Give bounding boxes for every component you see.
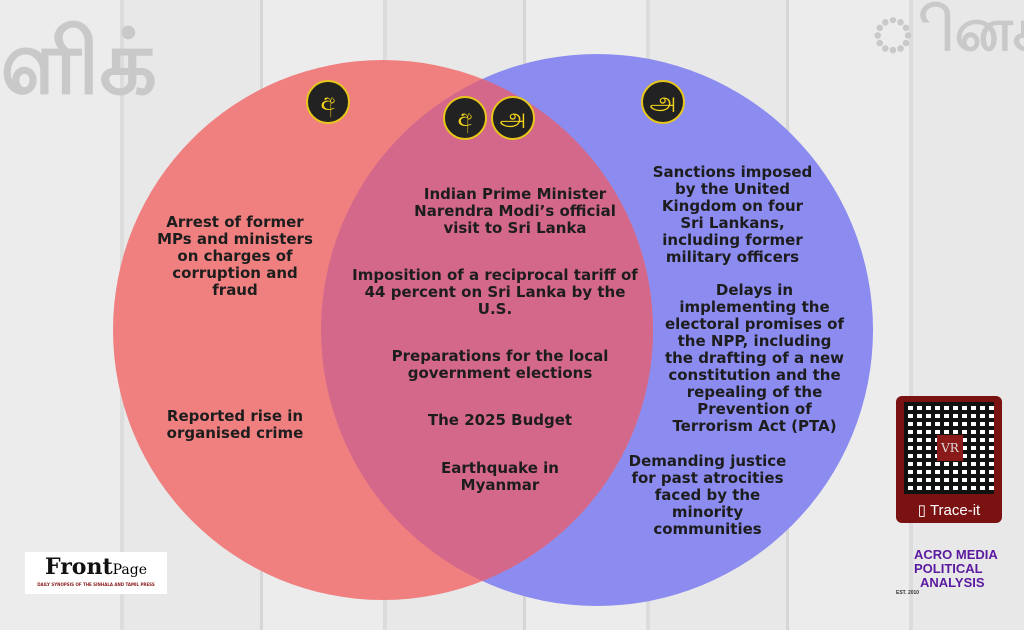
right-item: Delays in implementing the electoral pro… bbox=[664, 281, 845, 435]
overlap-item: Imposition of a reciprocal tariff of 44 … bbox=[352, 266, 638, 318]
frontpage-logo: FrontPage DAILY SYNOPSIS OF THE SINHALA … bbox=[25, 552, 167, 594]
logo-text: POLITICAL bbox=[914, 561, 983, 576]
logo-est: EST. 2010 bbox=[896, 590, 920, 596]
background-decoration: ளிக் bbox=[0, 10, 158, 115]
right-item: Demanding justice for past atrocities fa… bbox=[628, 452, 787, 538]
background-decoration: ினக bbox=[870, 0, 1024, 65]
overlap-region bbox=[321, 60, 653, 600]
overlap-item: The 2025 Budget bbox=[427, 411, 573, 429]
macro-media-logo: ACRO MEDIA POLITICAL ANALYSIS EST. 2010 bbox=[896, 548, 1006, 600]
trace-it-qr[interactable]: VR ▯ Trace-it bbox=[896, 396, 1002, 523]
overlap-item: Indian Prime Minister Narendra Modi’s of… bbox=[414, 185, 616, 237]
overlap-item: Earthquake in Myanmar bbox=[441, 459, 559, 494]
sinhala-badge-icon: අ bbox=[443, 96, 487, 140]
left-item: Reported rise in organised crime bbox=[166, 407, 304, 442]
logo-tagline: DAILY SYNOPSIS OF THE SINHALA AND TAMIL … bbox=[37, 582, 155, 587]
qr-code: VR bbox=[904, 402, 994, 494]
left-item: Arrest of former MPs and ministers on ch… bbox=[157, 213, 313, 299]
qr-logo: VR bbox=[937, 435, 963, 461]
tamil-badge-icon: அ bbox=[641, 80, 685, 124]
tamil-badge-icon: அ bbox=[491, 96, 535, 140]
right-item: Sanctions imposed by the United Kingdom … bbox=[652, 163, 813, 266]
trace-it-label: Trace-it bbox=[929, 502, 981, 519]
overlap-item: Preparations for the local government el… bbox=[391, 347, 609, 382]
logo-text: Page bbox=[112, 562, 148, 578]
logo-text: ACRO MEDIA bbox=[914, 547, 998, 562]
logo-text: Front bbox=[44, 554, 113, 580]
logo-text: ANALYSIS bbox=[920, 575, 985, 590]
phone-icon: ▯ bbox=[917, 502, 930, 519]
sinhala-badge-icon: අ bbox=[306, 80, 350, 124]
